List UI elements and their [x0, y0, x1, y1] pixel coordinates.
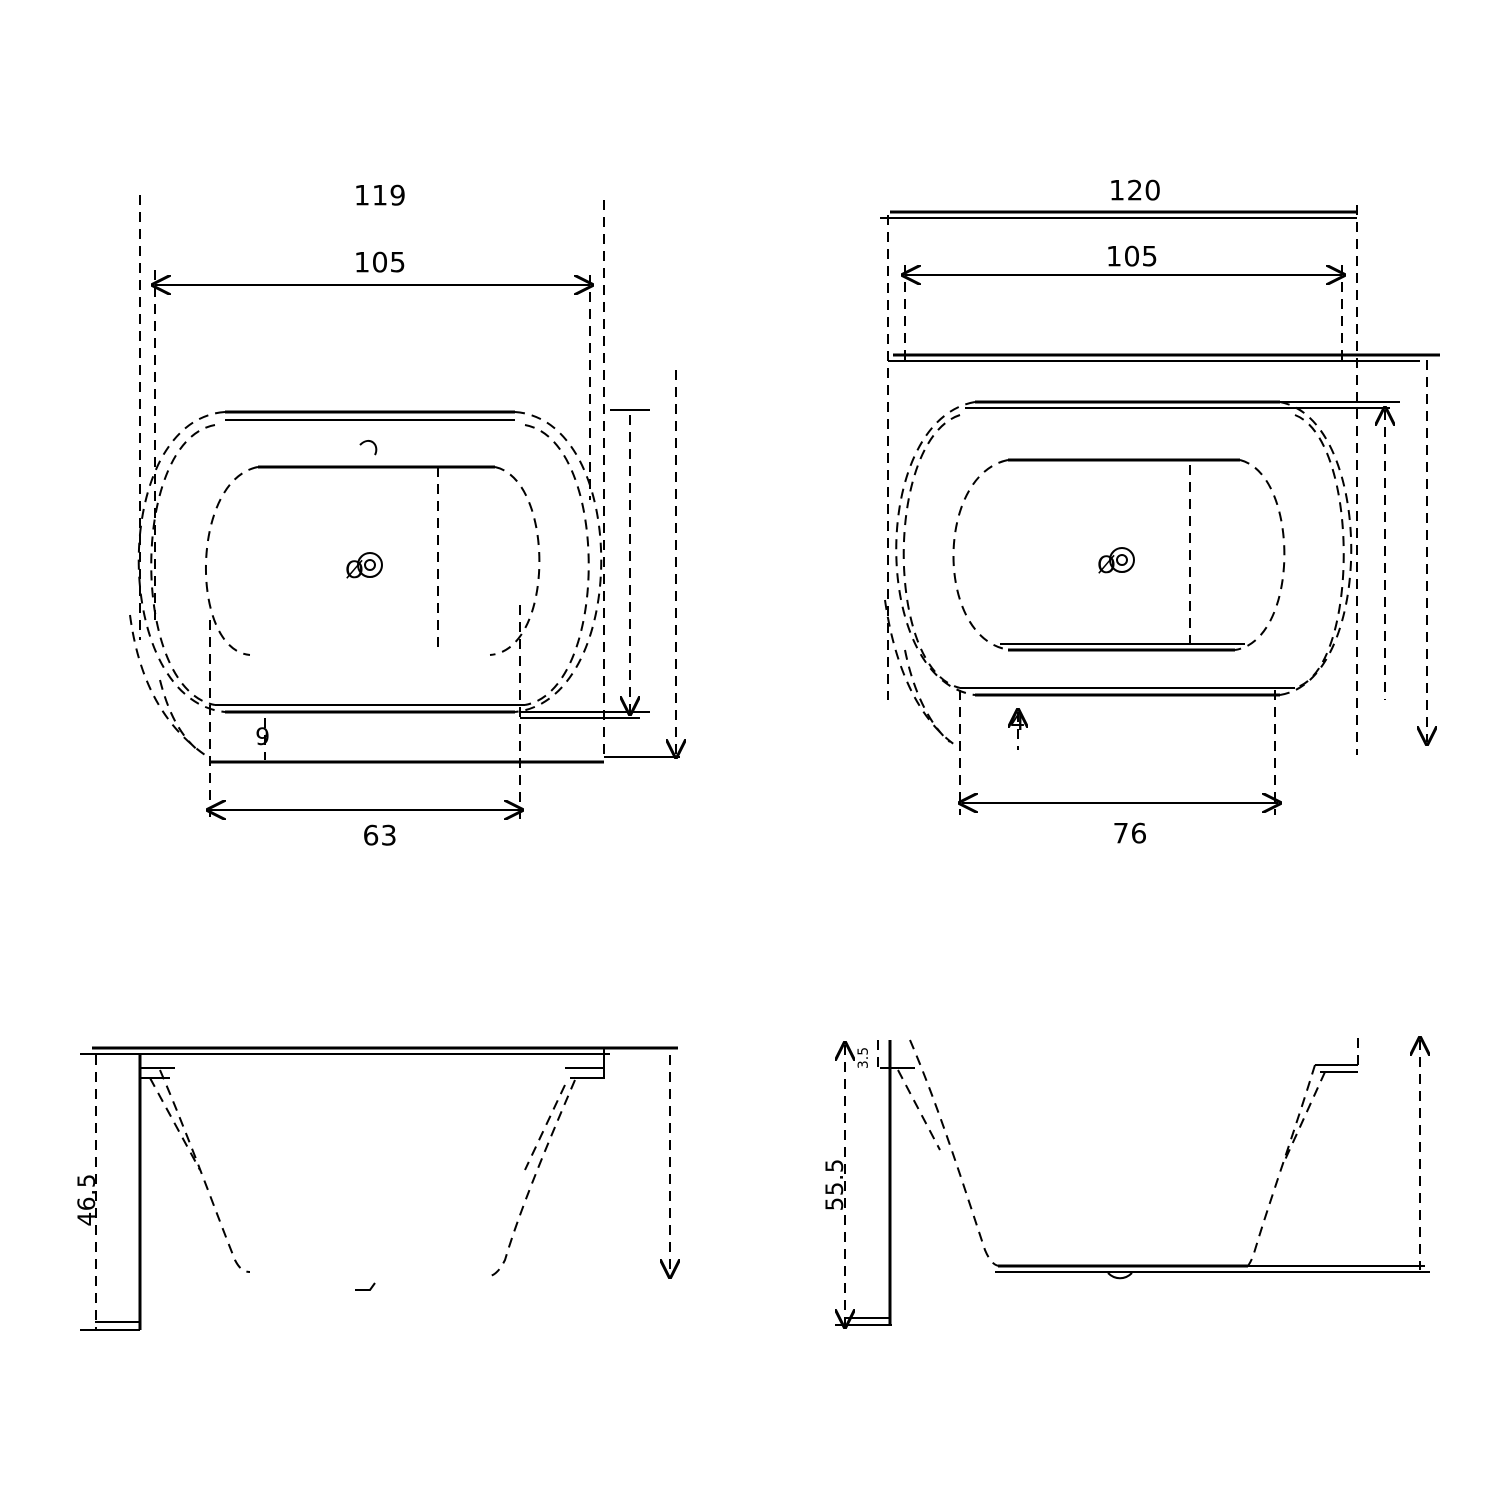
dim-bottom-width-left: 63	[210, 810, 520, 852]
side-view-right: 3.5 55.5	[821, 1038, 1430, 1325]
drain-symbol-right: Ø	[1097, 551, 1116, 579]
dim-label-inner-width-left: 105	[353, 246, 406, 279]
dim-overall-width-right: 120	[880, 174, 1357, 219]
dim-label-rim-right: 3.5	[856, 1047, 872, 1069]
plan-view-right: 120 105 Ø 4	[880, 174, 1440, 850]
dim-overall-width-left: 119	[353, 179, 406, 212]
side-view-left: 46.5	[73, 1046, 678, 1331]
dim-label-height-left: 46.5	[73, 1173, 101, 1226]
dim-label-height-right: 55.5	[821, 1158, 849, 1211]
dim-inner-width-right: 105	[905, 240, 1342, 275]
dim-label-overall-width-right: 120	[1108, 174, 1161, 207]
dim-label-bottom-width-left: 63	[362, 819, 398, 852]
drain-circle-left	[357, 552, 383, 578]
dim-label-overall-width-left: 119	[353, 179, 406, 212]
drain-symbol-left: Ø	[345, 556, 364, 584]
dim-inner-width-left: 105	[155, 246, 590, 285]
dim-label-inner-width-right: 105	[1105, 240, 1158, 273]
dim-label-bottom-width-right: 76	[1112, 817, 1148, 850]
dim-height-left: 46.5	[73, 1173, 101, 1226]
dim-label-front-offset-left: 9	[255, 723, 270, 751]
plan-view-left: 119 105 Ø 9	[129, 179, 680, 852]
dim-bottom-width-right: 76	[962, 803, 1278, 850]
drain-circle-right	[1109, 547, 1135, 573]
dim-height-right: 55.5	[821, 1158, 849, 1211]
dim-label-front-offset-right: 4	[1010, 708, 1025, 736]
